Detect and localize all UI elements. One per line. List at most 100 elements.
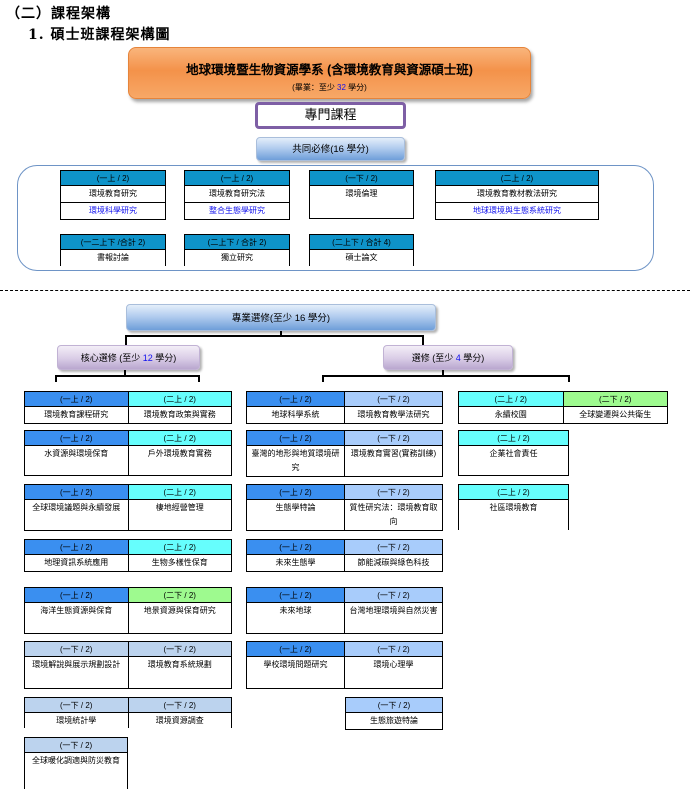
course-name: 戶外環境教育實務 — [147, 449, 212, 458]
connector-line — [125, 335, 127, 345]
core-elective-row: (一上 / 2)環境教育課程研究 (二上 / 2)環境教育政策與實務 — [24, 391, 232, 424]
course-term: (一下 / 2) — [128, 642, 231, 657]
grad-suffix: 學分) — [345, 83, 367, 92]
graduation-requirement: (畢業：至少 32 學分) — [129, 82, 530, 93]
optional-elective-row: (一上 / 2)未來生態學 (一下 / 2)節能減碳與綠色科技 — [246, 539, 443, 572]
course-name: 環境教育研究法 — [209, 189, 265, 198]
optional-elective-row: (一上 / 2)未來地球 (一下 / 2)台灣地理環境與自然災害 — [246, 587, 443, 634]
course-term: (一下 / 2) — [345, 392, 442, 407]
department-title: 地球環境暨生物資源學系 (含環境教育與資源碩士班) — [186, 63, 473, 77]
core-elective-row: (一下 / 2)環境統計學 (一下 / 2)環境資源調查 — [24, 697, 232, 728]
course-term: (一下 / 2) — [345, 485, 442, 500]
course-name: 環境科學研究 — [61, 202, 165, 219]
course-name: 生物多樣性保育 — [151, 558, 208, 567]
grad-prefix: (畢業：至少 — [292, 83, 338, 92]
course-name: 生態學特論 — [275, 503, 316, 512]
optional-prefix: 選修 (至少 — [411, 353, 456, 363]
course-name: 未來地球 — [279, 606, 312, 615]
optional-electives-header: 選修 (至少 4 學分) — [383, 345, 513, 370]
core-elective-row: (一上 / 2) 水資源與環境保育 (二上 / 2) 戶外環境教育實務 — [24, 430, 232, 476]
connector-line — [55, 375, 57, 382]
course-name: 地景資源與保育研究 — [143, 606, 216, 615]
course-term: (二上 / 2) — [128, 540, 231, 555]
course-term: (二上 / 2) — [128, 431, 231, 446]
course-name: 環境資源調查 — [155, 716, 204, 725]
required-card: (二上下 / 合計 4) 碩士論文 — [309, 234, 414, 266]
grad-credits: 32 — [337, 83, 346, 92]
core-electives-header: 核心選修 (至少 12 學分) — [57, 345, 200, 370]
core-suffix: 學分) — [152, 353, 177, 363]
course-name: 社區環境教育 — [489, 503, 538, 512]
connector-line — [322, 375, 570, 377]
specialized-courses-box: 專門課程 — [255, 102, 406, 129]
electives-header: 專業選修(至少 16 學分) — [126, 304, 436, 331]
connector-line — [280, 331, 282, 336]
connector-line — [422, 335, 424, 345]
required-card: (一上 / 2) 環境教育研究法 整合生態學研究 — [184, 170, 290, 220]
section-divider — [0, 290, 690, 291]
course-term: (一下 / 2) — [25, 698, 128, 713]
course-term: (一下 / 2) — [345, 642, 442, 657]
course-name: 獨立研究 — [221, 253, 253, 262]
course-name: 環境教育政策與實務 — [143, 410, 216, 419]
course-term: (一上 / 2) — [247, 540, 344, 555]
required-card: (二上下 / 合計 2) 獨立研究 — [184, 234, 290, 266]
course-term: (二上 / 2) — [459, 485, 568, 500]
subsection-heading: 1. 碩士班課程架構圖 — [28, 27, 171, 43]
card-term: (一二上下 /合計 2) — [61, 235, 165, 250]
required-card: (一上 / 2) 環境教育研究 環境科學研究 — [60, 170, 166, 220]
course-name: 全球變遷與公共衛生 — [579, 410, 652, 419]
optional-elective-row: (二上 / 2)企業社會責任 — [458, 430, 569, 476]
optional-elective-row: (一上 / 2)學校環境問題研究 (一下 / 2)環境心理學 — [246, 641, 443, 689]
course-term: (一上 / 2) — [25, 392, 128, 407]
connector-line — [568, 375, 570, 382]
core-elective-row: (一下 / 2)全球暖化調適與防災教育 — [24, 737, 128, 789]
course-name: 地球環境與生態系統研究 — [436, 202, 598, 219]
connector-line — [124, 370, 126, 376]
course-term: (一下 / 2) — [25, 738, 127, 753]
required-card: (一二上下 /合計 2) 書報討論 — [60, 234, 166, 266]
connector-line — [55, 375, 200, 377]
course-term: (一上 / 2) — [247, 392, 344, 407]
course-term: (一下 / 2) — [128, 698, 231, 713]
core-prefix: 核心選修 (至少 — [80, 353, 143, 363]
course-name: 學校環境問題研究 — [263, 660, 328, 669]
optional-elective-row: (一上 / 2)臺灣的地形與地質環境研究 (一下 / 2)環境教育實習(實務訓練… — [246, 430, 443, 477]
course-name: 環境教育實習(實務訓練) — [350, 449, 437, 458]
course-name: 水資源與環境保育 — [44, 449, 109, 458]
card-term: (一下 / 2) — [310, 171, 413, 186]
core-elective-row: (一上 / 2)地理資訊系統應用 (二上 / 2)生物多樣性保育 — [24, 539, 232, 572]
course-name: 地球科學系統 — [271, 410, 320, 419]
course-term: (一上 / 2) — [25, 485, 128, 500]
card-term: (一上 / 2) — [185, 171, 289, 186]
core-elective-row: (一上 / 2)海洋生態資源與保育 (二下 / 2)地景資源與保育研究 — [24, 587, 232, 634]
section-heading: （二）課程架構 — [6, 6, 111, 22]
required-card: (二上 / 2) 環境教育教材教法研究 地球環境與生態系統研究 — [435, 170, 599, 220]
course-name: 環境解說與展示規劃設計 — [32, 660, 121, 669]
card-term: (一上 / 2) — [61, 171, 165, 186]
optional-elective-row: (一下 / 2) 生態旅遊特論 — [345, 697, 443, 730]
optional-elective-row: (二上 / 2) 社區環境教育 — [458, 484, 569, 530]
course-term: (二下 / 2) — [128, 588, 231, 603]
card-term: (二上下 / 合計 4) — [310, 235, 413, 250]
course-name: 環境倫理 — [345, 189, 378, 198]
course-term: (二下 / 2) — [563, 392, 667, 407]
optional-credits: 4 — [455, 353, 461, 363]
course-term: (一上 / 2) — [247, 642, 344, 657]
course-term: (一上 / 2) — [25, 431, 128, 446]
course-name: 環境教育教材教法研究 — [477, 189, 557, 198]
course-term: (一上 / 2) — [247, 588, 344, 603]
course-name: 生態旅遊特論 — [370, 716, 418, 725]
course-name: 質性研究法：環境教育取向 — [349, 503, 438, 526]
required-courses-header: 共同必修(16 學分) — [256, 137, 405, 161]
course-term: (二上 / 2) — [128, 485, 231, 500]
core-elective-row: (一下 / 2)環境解說與展示規劃設計 (一下 / 2)環境教育系統規劃 — [24, 641, 232, 689]
course-name: 海洋生態資源與保育 — [40, 606, 113, 615]
course-term: (一上 / 2) — [247, 485, 344, 500]
course-term: (二上 / 2) — [459, 392, 563, 407]
course-term: (一下 / 2) — [345, 588, 442, 603]
course-term: (一下 / 2) — [346, 698, 442, 713]
optional-elective-row: (一上 / 2) 生態學特論 (一下 / 2) 質性研究法：環境教育取向 — [246, 484, 443, 531]
optional-elective-row: (二上 / 2)永續校園 (二下 / 2)全球變遷與公共衛生 — [458, 391, 668, 424]
course-name: 企業社會責任 — [489, 449, 538, 458]
